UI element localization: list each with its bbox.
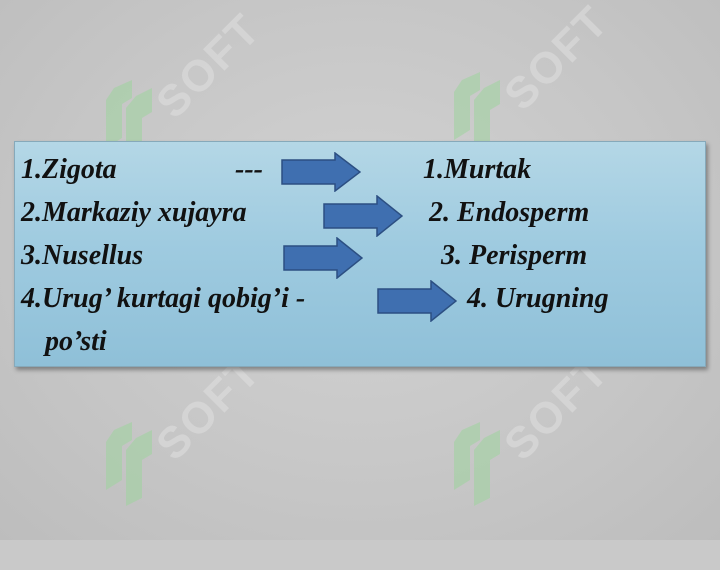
soft-logo-icon bbox=[454, 422, 500, 506]
row-1-dashes: --- bbox=[235, 154, 263, 185]
row-3-right: 3. Perisperm bbox=[441, 240, 588, 271]
arrow-right-icon bbox=[281, 152, 361, 192]
row-1-left: 1.Zigota bbox=[21, 154, 117, 185]
watermark-logo: SOFT bbox=[440, 346, 618, 570]
watermark-text: SOFT bbox=[495, 0, 619, 120]
content-panel: 1.Zigota --- 1.Murtak 2.Markaziy xujayra… bbox=[14, 141, 706, 367]
row-2-left: 2.Markaziy xujayra bbox=[21, 197, 247, 228]
arrow-right-icon bbox=[377, 280, 457, 322]
row-2-right: 2. Endosperm bbox=[429, 197, 590, 228]
watermark-logo: SOFT bbox=[92, 346, 270, 570]
row-4-continuation: po’sti bbox=[45, 326, 107, 357]
arrow-right-icon bbox=[283, 237, 363, 279]
row-4-left: 4.Urug’ kurtagi qobig’i - bbox=[21, 283, 306, 314]
watermark-text: SOFT bbox=[147, 4, 271, 128]
row-3-left: 3.Nusellus bbox=[21, 240, 144, 271]
arrow-right-icon bbox=[323, 195, 403, 237]
soft-logo-icon bbox=[106, 422, 152, 506]
row-4-right: 4. Urugning bbox=[467, 283, 609, 314]
row-1-right: 1.Murtak bbox=[423, 154, 532, 185]
slide-background: SOFT SOFT SOFT SOFT SOFT SOFT 1.Zigota -… bbox=[0, 0, 720, 540]
